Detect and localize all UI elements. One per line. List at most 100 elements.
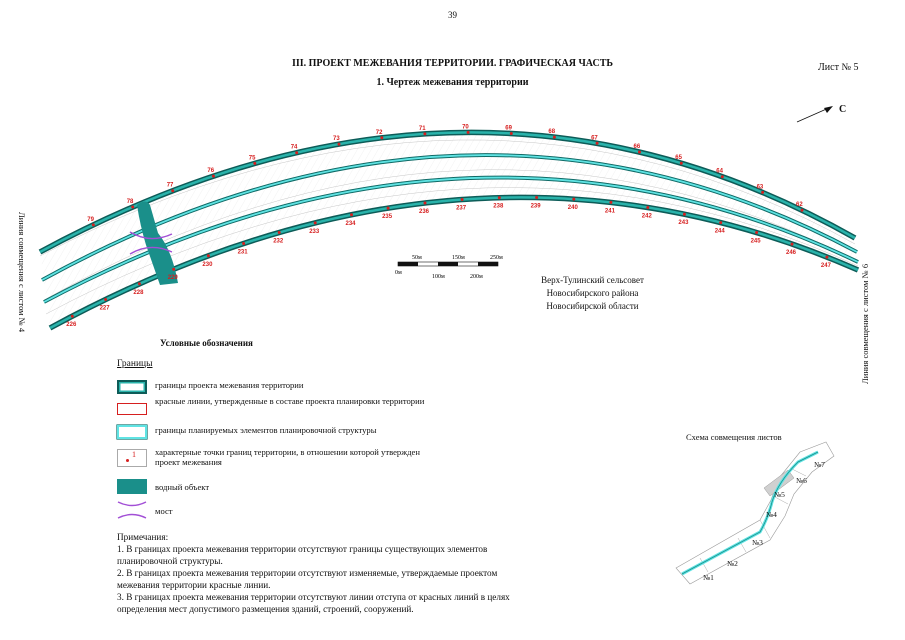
boundary-point-marker <box>572 197 576 201</box>
cyan-boundary-icon <box>117 423 147 439</box>
scheme-sheet-5: №5 <box>774 490 785 499</box>
boundary-point-label: 66 <box>634 144 641 150</box>
boundary-point-marker <box>172 267 176 271</box>
scale-label-0: 0м <box>395 270 402 276</box>
boundary-point-marker <box>423 132 427 136</box>
boundary-point-marker <box>497 196 501 200</box>
boundary-point-label: 234 <box>346 221 357 227</box>
boundary-point-marker <box>460 198 464 201</box>
side-label-left: Линия совмещения с листом № 4 <box>17 212 27 333</box>
north-label: С <box>839 104 847 115</box>
boundary-point-marker <box>295 151 299 155</box>
boundary-point-marker <box>242 242 246 245</box>
boundary-point-marker <box>719 221 723 225</box>
notes: Примечания: 1. В границах проекта межева… <box>117 531 537 615</box>
boundary-point-marker <box>423 201 427 205</box>
sheet-scheme-title: Схема совмещения листов <box>686 432 782 442</box>
boundary-point-marker <box>253 161 257 165</box>
legend-text-project-boundary: границы проекта межевания территории <box>155 380 304 390</box>
boundary-point-label: 67 <box>591 135 598 141</box>
boundary-point-marker <box>466 130 470 134</box>
scheme-sheet-4: №4 <box>766 510 777 519</box>
boundary-point-marker <box>137 282 141 286</box>
legend-item-point: 1 характерные точки границ территории, в… <box>117 447 425 467</box>
scheme-sheet-6: №6 <box>796 476 807 485</box>
boundary-point-label: 226 <box>66 322 77 328</box>
boundary-point-label: 64 <box>716 169 723 175</box>
scale-label-50: 50м <box>412 255 422 261</box>
boundary-point-marker <box>206 254 210 258</box>
boundary-point-label: 79 <box>87 217 94 223</box>
corridor-hatch <box>40 131 858 328</box>
legend-boundaries-heading: Границы <box>117 359 153 369</box>
page-title: III. ПРОЕКТ МЕЖЕВАНИЯ ТЕРРИТОРИИ. ГРАФИЧ… <box>291 58 614 69</box>
sheet-scheme-diagram: №1 №2 №3 №4 №5 №6 №7 <box>675 441 835 585</box>
scheme-sheet-7: №7 <box>814 460 825 469</box>
boundary-point-label: 63 <box>757 184 764 190</box>
legend-text-point: характерные точки границ территории, в о… <box>155 447 420 467</box>
boundary-point-marker <box>380 136 384 140</box>
boundary-point-marker <box>131 205 135 209</box>
legend-text-bridge: мост <box>155 506 173 516</box>
boundary-point-label: 243 <box>678 220 689 226</box>
point-marker-label: 1 <box>132 450 136 459</box>
legend-item-planning-boundary: границы планируемых элементов планировоч… <box>117 423 425 439</box>
note-3: 3. В границах проекта межевания территор… <box>117 592 510 614</box>
legend-text-planning-boundary: границы планируемых элементов планировоч… <box>155 425 377 435</box>
boundary-point-label: 241 <box>605 208 616 214</box>
boundary-point-label: 233 <box>309 229 320 235</box>
boundary-point-marker <box>800 208 804 212</box>
admin-unit: Верх-Тулинский сельсовет Новосибирского … <box>520 274 665 313</box>
boundary-point-marker <box>509 132 513 135</box>
boundary-point-marker <box>682 212 686 216</box>
boundary-point-marker <box>761 190 765 194</box>
boundary-point-marker <box>646 206 650 209</box>
side-label-right: Линия совмещения с листом № 6 <box>860 263 870 384</box>
boundary-point-label: 237 <box>456 206 467 212</box>
boundary-point-label: 229 <box>168 275 179 281</box>
boundary-point-label: 72 <box>376 130 383 136</box>
boundary-point-label: 242 <box>642 214 653 220</box>
boundary-point-label: 77 <box>167 183 174 189</box>
boundary-point-marker <box>638 150 641 154</box>
water-body-icon <box>117 479 147 495</box>
boundary-point-label: 230 <box>202 262 213 268</box>
north-arrow-icon <box>796 106 833 123</box>
note-2: 2. В границах проекта межевания территор… <box>117 568 498 590</box>
teal-boundary-icon <box>117 378 147 394</box>
boundary-point-label: 76 <box>207 168 214 174</box>
water-body <box>137 201 178 285</box>
boundary-point-label: 240 <box>568 205 579 211</box>
boundary-point-label: 231 <box>238 250 249 256</box>
scale-bar: 50м 150м 250м 0м 100м 200м <box>395 255 503 280</box>
boundary-point-marker <box>755 231 759 234</box>
scale-label-200: 200м <box>470 274 483 280</box>
scheme-sheet-3: №3 <box>752 538 763 547</box>
boundary-point-label: 235 <box>382 214 393 220</box>
scale-label-100: 100м <box>432 274 445 280</box>
legend-text-red-lines: красные линии, утвержденные в составе пр… <box>155 396 425 406</box>
admin-line-2: Новосибирского района <box>546 288 639 298</box>
boundary-point-label: 246 <box>786 250 797 256</box>
legend-item-project-boundary: границы проекта межевания территории <box>117 378 425 394</box>
sheet-label: Лист № 5 <box>818 62 859 73</box>
boundary-point-label: 239 <box>531 204 542 210</box>
legend-item-bridge: мост <box>117 500 425 519</box>
bridge-icon <box>117 500 147 519</box>
boundary-point-marker <box>350 213 353 217</box>
boundary-point-marker <box>91 223 95 227</box>
point-marker-icon: 1 <box>117 447 147 467</box>
boundary-point-marker <box>552 135 556 139</box>
admin-line-1: Верх-Тулинский сельсовет <box>541 275 644 285</box>
bridge <box>129 231 173 255</box>
admin-line-3: Новосибирской области <box>546 301 639 311</box>
page-number: 39 <box>448 10 457 20</box>
scale-label-250: 250м <box>490 255 503 261</box>
boundary-point-marker <box>337 142 341 146</box>
boundary-point-marker <box>313 221 317 225</box>
boundary-point-label: 70 <box>462 124 469 130</box>
legend-item-red-lines: красные линии, утвержденные в составе пр… <box>117 396 425 415</box>
boundary-point-label: 71 <box>419 126 426 132</box>
